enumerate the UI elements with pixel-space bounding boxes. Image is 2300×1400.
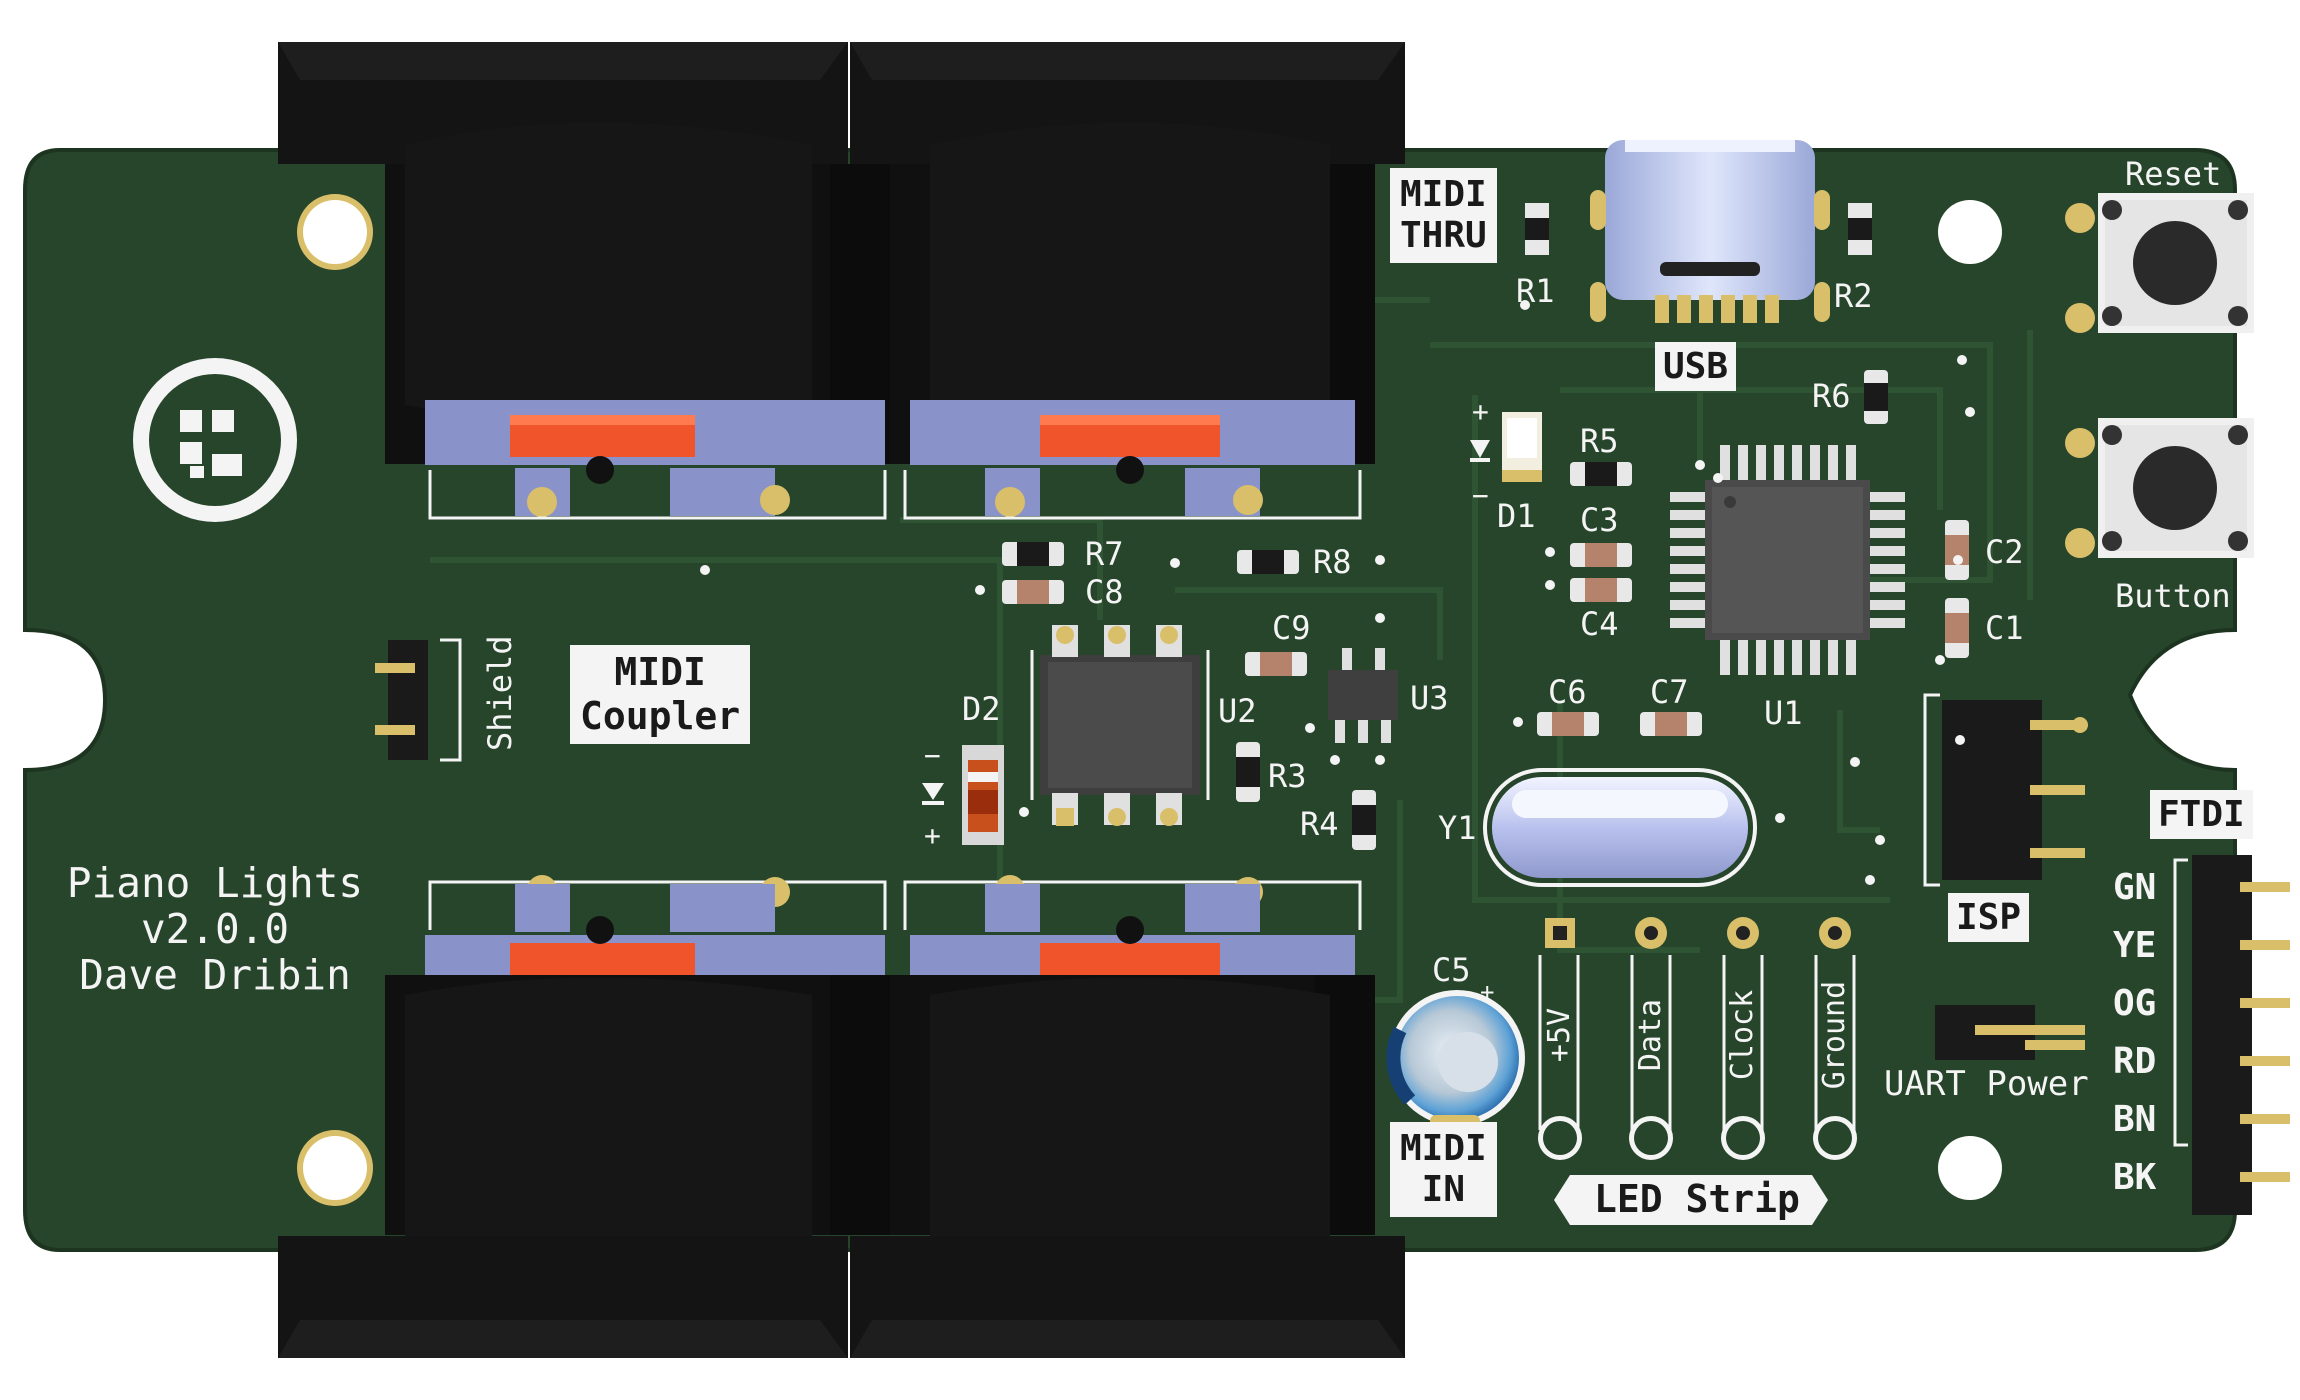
usb-c-connector <box>1590 140 1830 323</box>
reset-label: Reset <box>2125 155 2222 193</box>
d1-plus-mark: + <box>1472 395 1489 428</box>
midi-connector-top-left <box>278 42 890 520</box>
ref-r6: R6 <box>1812 377 1851 415</box>
midi-connector-bottom-left <box>278 875 890 1358</box>
ref-c7: C7 <box>1650 673 1689 711</box>
shield-header <box>375 638 462 762</box>
ftdi-pin-og-label: OG <box>2113 983 2157 1024</box>
ftdi-pin-gn-label: GN <box>2113 867 2157 908</box>
usb-label: USB <box>1655 342 1737 392</box>
ref-y1: Y1 <box>1438 809 1477 847</box>
ref-u1: U1 <box>1764 694 1803 732</box>
led-strip-pin-ground-label: Ground <box>1817 980 1852 1090</box>
resistor-r1 <box>1525 203 1549 255</box>
board-title: Piano Lights v2.0.0 Dave Dribin <box>66 859 364 999</box>
led-strip-pad-5v <box>1538 918 1582 1160</box>
ref-r2: R2 <box>1834 277 1873 315</box>
led-strip-pad-clock <box>1721 917 1765 1160</box>
led-strip-pad-ground <box>1813 917 1857 1160</box>
ftdi-pin-bk-label: BK <box>2113 1157 2157 1198</box>
ftdi-label: FTDI <box>2150 790 2253 840</box>
reset-switch[interactable] <box>2065 193 2254 333</box>
ref-d2: D2 <box>962 690 1001 728</box>
isp-label: ISP <box>1948 893 2030 943</box>
resistor-r8 <box>1237 550 1299 574</box>
ftdi-pin-rd-label: RD <box>2113 1041 2157 1082</box>
c5-plus-mark: + <box>1480 978 1495 1006</box>
midi-connector-bottom-right <box>850 875 1405 1358</box>
led-strip-banner <box>1554 1175 1828 1225</box>
capacitor-c5 <box>1386 990 1525 1129</box>
d1-minus-mark: − <box>1472 479 1489 512</box>
resistor-r3 <box>1236 742 1260 802</box>
ref-r5: R5 <box>1580 422 1619 460</box>
ref-d1: D1 <box>1497 497 1536 535</box>
ref-u3: U3 <box>1410 679 1449 717</box>
capacitor-c1 <box>1945 598 1969 658</box>
grid-logo-icon <box>133 358 297 522</box>
led-strip-pin-clock-label: Clock <box>1725 989 1760 1081</box>
capacitor-c6 <box>1537 712 1599 736</box>
midi-in-label: MIDI IN <box>1390 1122 1497 1217</box>
ref-c2: C2 <box>1985 533 2024 571</box>
midi-coupler-label: MIDI Coupler <box>570 645 751 745</box>
led-strip-pin-data-label: Data <box>1633 998 1668 1072</box>
ref-c3: C3 <box>1580 501 1619 539</box>
midi-thru-label: MIDI THRU <box>1390 168 1497 263</box>
mounting-hole <box>297 1130 373 1206</box>
ref-c5: C5 <box>1432 951 1471 989</box>
ref-u2: U2 <box>1218 692 1257 730</box>
capacitor-c2 <box>1945 520 1969 580</box>
capacitor-c9 <box>1245 652 1307 676</box>
ftdi-header <box>2173 855 2290 1215</box>
capacitor-c7 <box>1640 712 1702 736</box>
vias <box>700 300 1975 885</box>
d2-minus-mark: − <box>924 739 941 772</box>
resistor-r5 <box>1570 462 1632 486</box>
shield-label: Shield <box>481 635 519 751</box>
resistor-r6 <box>1864 370 1888 424</box>
resistor-r4 <box>1352 790 1376 850</box>
led-strip-label: LED Strip <box>1594 1177 1800 1221</box>
capacitor-c4 <box>1570 578 1632 602</box>
ref-r1: R1 <box>1516 272 1555 310</box>
ftdi-pin-ye-label: YE <box>2113 925 2157 966</box>
ref-r8: R8 <box>1313 543 1352 581</box>
ref-c6: C6 <box>1548 673 1587 711</box>
ref-c8: C8 <box>1085 573 1124 611</box>
optocoupler-u2 <box>1030 625 1210 826</box>
resistor-r2 <box>1848 203 1872 255</box>
crystal-y1 <box>1483 768 1757 887</box>
microcontroller-u1 <box>1670 445 1905 675</box>
uart-power-label: UART Power <box>1884 1064 2089 1104</box>
led-strip-pad-data <box>1629 917 1673 1160</box>
regulator-u3 <box>1328 648 1398 743</box>
button-label: Button <box>2115 577 2231 615</box>
ref-r4: R4 <box>1300 805 1339 843</box>
midi-connector-top-right <box>850 42 1405 520</box>
ref-r3: R3 <box>1268 757 1307 795</box>
ref-c4: C4 <box>1580 605 1619 643</box>
led-strip-pin-5v-label: +5V <box>1542 1007 1577 1063</box>
capacitor-c8 <box>1002 580 1064 604</box>
isp-header <box>1923 693 2088 887</box>
ref-r7: R7 <box>1085 535 1124 573</box>
mounting-hole <box>1932 194 2008 270</box>
ref-c9: C9 <box>1272 609 1311 647</box>
ref-c1: C1 <box>1985 609 2024 647</box>
diode-d2 <box>922 745 1029 845</box>
mounting-hole <box>297 194 373 270</box>
resistor-r7 <box>1002 542 1064 566</box>
user-button-switch[interactable] <box>2065 418 2254 558</box>
d2-plus-mark: + <box>924 819 941 852</box>
uart-power-header <box>1935 1005 2085 1060</box>
led-d1 <box>1470 412 1542 482</box>
mounting-hole <box>1932 1130 2008 1206</box>
capacitor-c3 <box>1570 543 1632 567</box>
ftdi-pin-bn-label: BN <box>2113 1099 2157 1140</box>
